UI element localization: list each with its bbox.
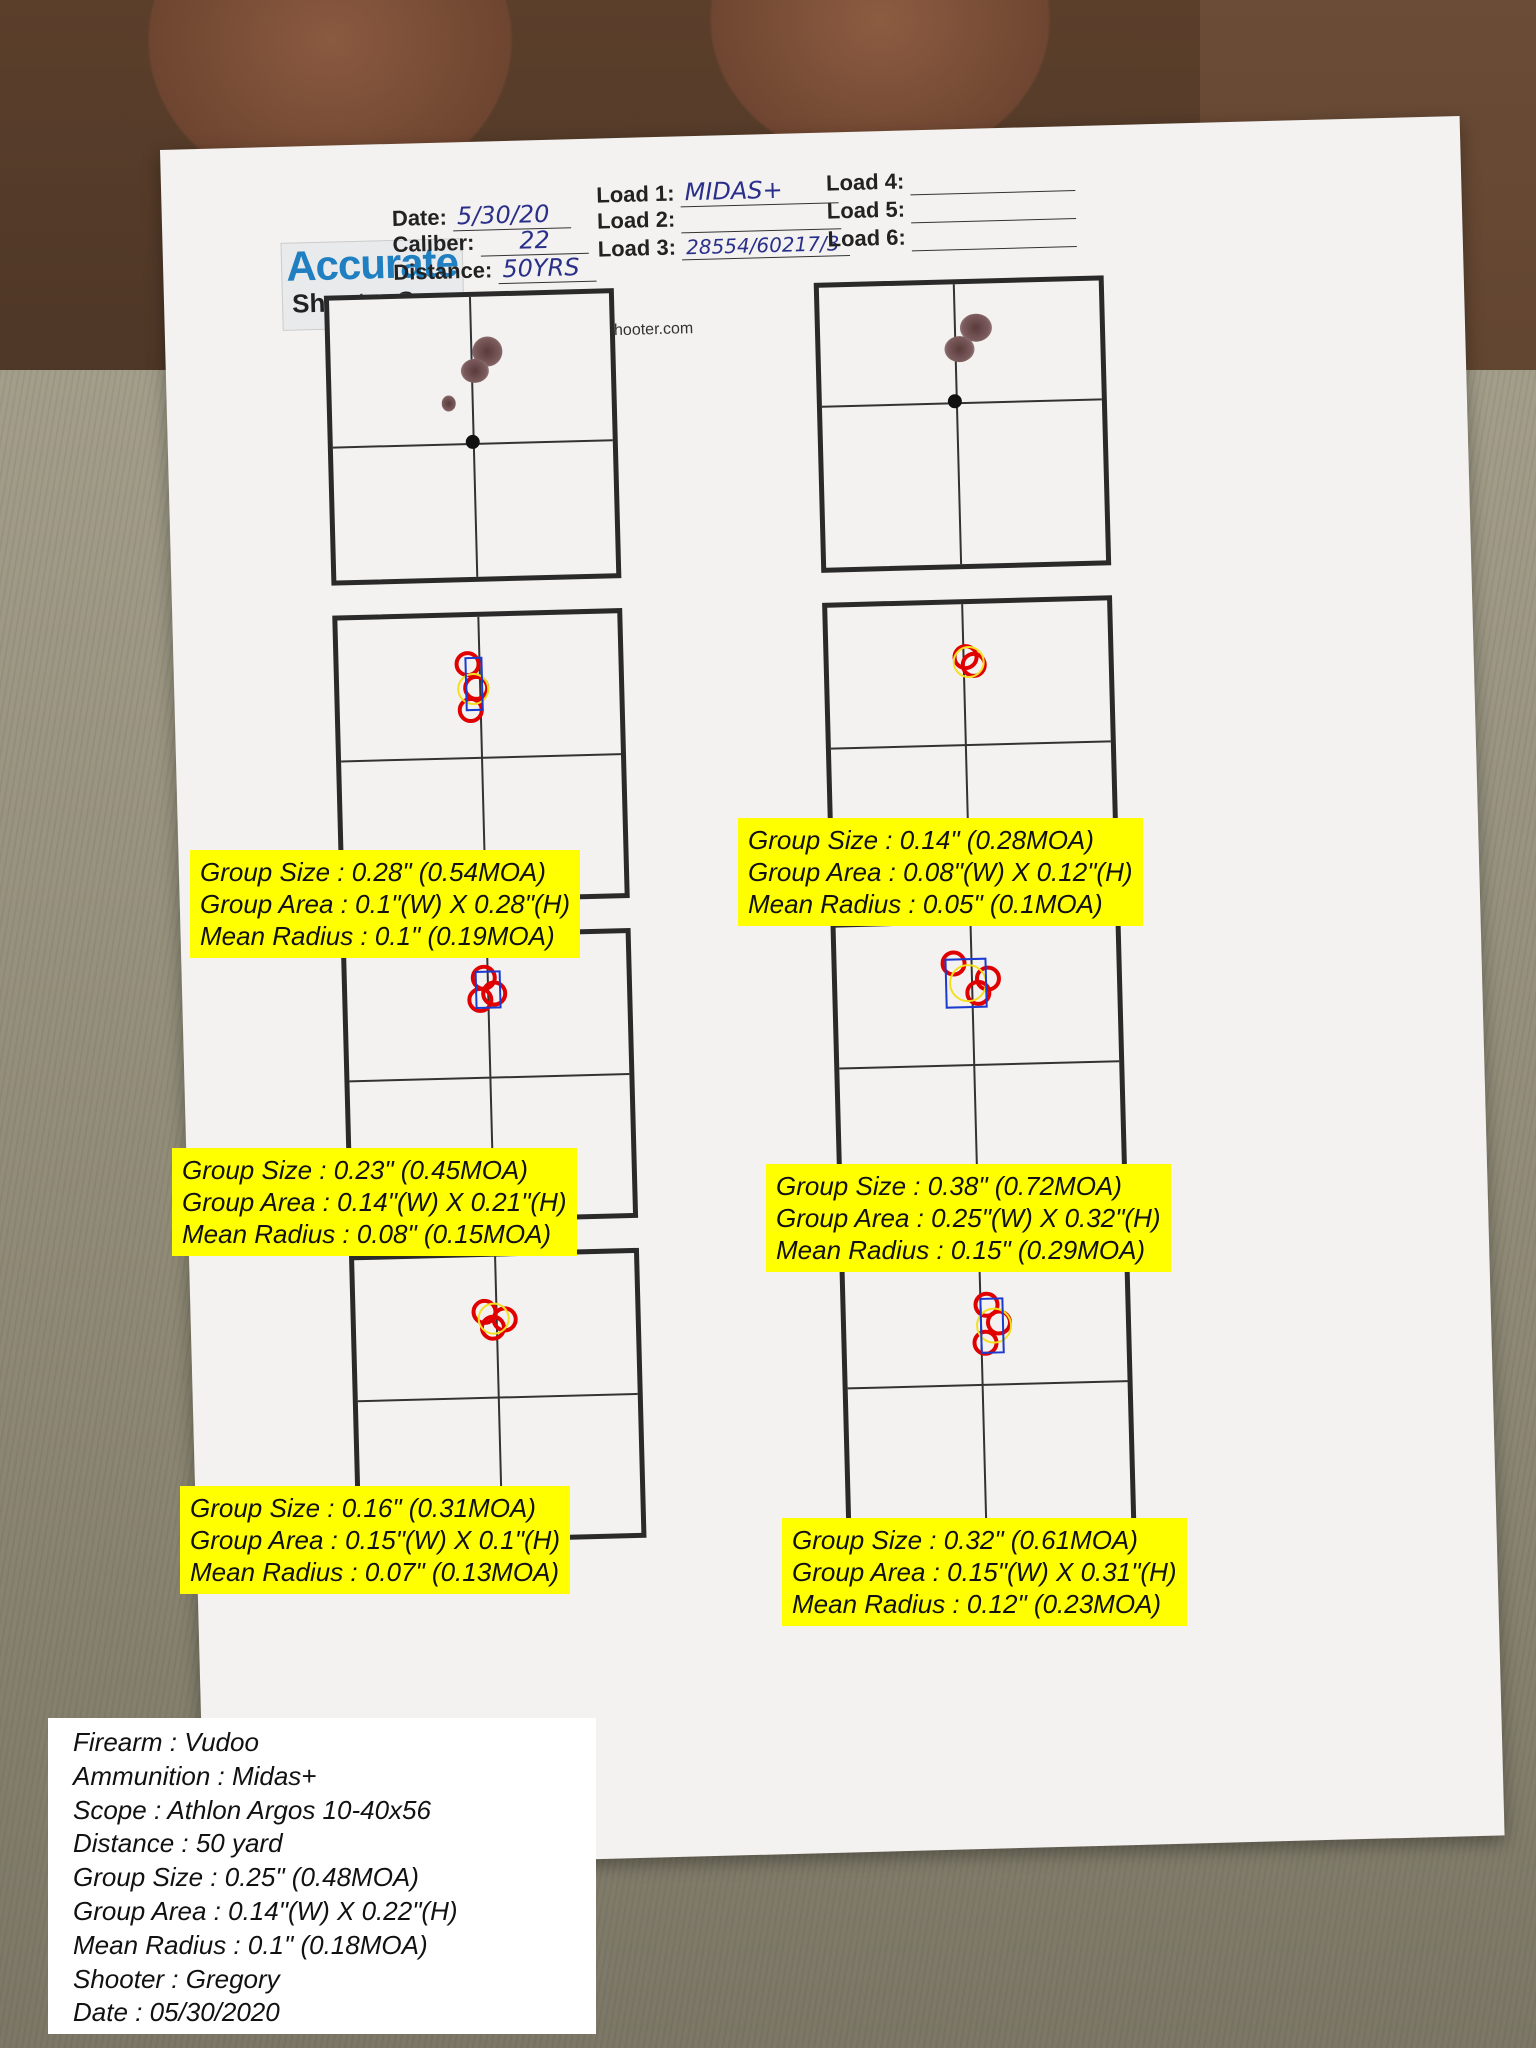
target-2-top-right <box>813 275 1112 573</box>
target-1-top-left <box>323 288 622 586</box>
group-size-text: Group Size : 0.32" (0.61MOA) <box>792 1525 1138 1555</box>
distance-text: Distance : 50 yard <box>73 1828 283 1859</box>
group-size-text: Group Size : 0.16" (0.31MOA) <box>190 1493 536 1523</box>
group-area-text: Group Area : 0.15"(W) X 0.1"(H) <box>190 1525 561 1555</box>
overall-mean-radius-text: Mean Radius : 0.1" (0.18MOA) <box>73 1929 428 1960</box>
group-area-text: Group Area : 0.1"(W) X 0.28"(H) <box>200 889 571 919</box>
load1-label: Load 1: <box>596 180 675 208</box>
load4-blank <box>910 164 1076 196</box>
group-stats-4: Group Size : 0.38" (0.72MOA) Group Area … <box>766 1164 1171 1272</box>
shooter-text: Shooter : Gregory <box>73 1963 280 1994</box>
mean-radius-text: Mean Radius : 0.1" (0.19MOA) <box>200 921 555 951</box>
group-size-text: Group Size : 0.23" (0.45MOA) <box>182 1155 528 1185</box>
load5-blank <box>910 192 1077 224</box>
group-size-text: Group Size : 0.14" (0.28MOA) <box>748 825 1094 855</box>
aim-dot <box>465 434 480 450</box>
mean-radius-text: Mean Radius : 0.12" (0.23MOA) <box>792 1589 1162 1619</box>
distance-field: Distance: 50YRS <box>392 252 597 287</box>
distance-value: 50YRS <box>498 252 597 285</box>
group-size-text: Group Size : 0.38" (0.72MOA) <box>776 1171 1122 1201</box>
bullet-hole <box>944 335 975 363</box>
mean-radius-text: Mean Radius : 0.08" (0.15MOA) <box>182 1219 552 1249</box>
overall-group-area-text: Group Area : 0.14"(W) X 0.22"(H) <box>73 1895 458 1926</box>
group-stats-2: Group Size : 0.14" (0.28MOA) Group Area … <box>738 818 1143 926</box>
caliber-label: Caliber: <box>392 229 475 257</box>
group-stats-6: Group Size : 0.32" (0.61MOA) Group Area … <box>782 1518 1187 1626</box>
summary-date-text: Date : 05/30/2020 <box>73 1997 280 2028</box>
scope-text: Scope : Athlon Argos 10-40x56 <box>73 1794 431 1825</box>
overall-group-size-text: Group Size : 0.25" (0.48MOA) <box>73 1862 419 1893</box>
load5-label: Load 5: <box>826 196 906 224</box>
load3-field: Load 3: 28554/60217/3 <box>597 230 851 263</box>
caliber-value: 22 <box>480 224 589 257</box>
group-area-box <box>474 970 502 1010</box>
load3-value: 28554/60217/3 <box>681 230 851 261</box>
firearm-text: Firearm : Vudoo <box>73 1727 259 1757</box>
load6-blank <box>911 220 1078 252</box>
load2-blank <box>681 202 842 234</box>
date-label: Date: <box>391 204 448 231</box>
mean-radius-text: Mean Radius : 0.15" (0.29MOA) <box>776 1235 1146 1265</box>
load2-label: Load 2: <box>596 206 676 234</box>
group-area-box <box>979 1297 1005 1354</box>
load6-field: Load 6: <box>827 220 1078 254</box>
group-area-box <box>464 656 484 712</box>
mean-radius-text: Mean Radius : 0.07" (0.13MOA) <box>190 1557 560 1587</box>
group-area-text: Group Area : 0.25"(W) X 0.32"(H) <box>776 1203 1161 1233</box>
load3-label: Load 3: <box>597 234 677 262</box>
group-stats-1: Group Size : 0.28" (0.54MOA) Group Area … <box>190 850 581 958</box>
group-area-box <box>944 957 988 1009</box>
group-size-text: Group Size : 0.28" (0.54MOA) <box>200 857 546 887</box>
group-stats-5: Group Size : 0.16" (0.31MOA) Group Area … <box>180 1486 571 1594</box>
group-stats-3: Group Size : 0.23" (0.45MOA) Group Area … <box>172 1148 577 1256</box>
group-area-text: Group Area : 0.08"(W) X 0.12"(H) <box>748 857 1133 887</box>
load6-label: Load 6: <box>827 224 907 252</box>
bullet-hole <box>460 358 490 384</box>
ammunition-text: Ammunition : Midas+ <box>73 1760 317 1791</box>
mean-radius-text: Mean Radius : 0.05" (0.1MOA) <box>748 889 1103 919</box>
group-area-text: Group Area : 0.15"(W) X 0.31"(H) <box>792 1557 1177 1587</box>
load4-label: Load 4: <box>825 168 905 196</box>
target-8 <box>838 1235 1137 1533</box>
session-summary: Firearm : Vudoo Ammunition : Midas+ Scop… <box>48 1718 596 2034</box>
distance-label: Distance: <box>392 257 493 285</box>
aim-dot <box>947 394 963 409</box>
bullet-hole <box>441 395 456 412</box>
group-area-text: Group Area : 0.14"(W) X 0.21"(H) <box>182 1187 567 1217</box>
